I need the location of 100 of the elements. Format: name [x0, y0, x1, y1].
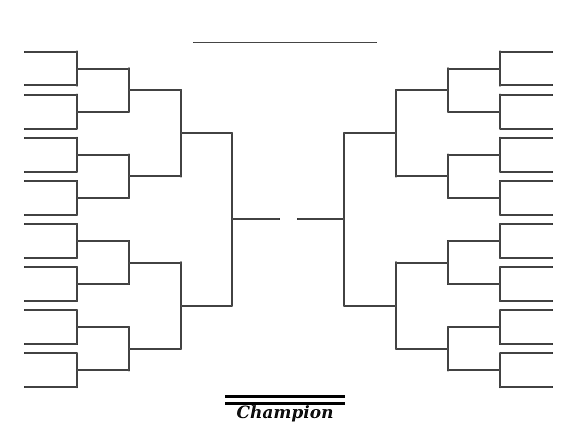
fill-in-line [24, 256, 77, 259]
bracket-connector [180, 89, 182, 134]
bracket-connector [180, 132, 182, 178]
bracket-connector [76, 154, 78, 173]
bracket-connector [447, 348, 449, 372]
fill-in-line [129, 348, 181, 350]
bracket-connector [499, 326, 501, 345]
bracket-connector [343, 218, 345, 307]
bracket-connector [180, 262, 182, 307]
fill-in-line [77, 110, 129, 113]
bracket-connector [76, 309, 78, 328]
bracket-connector [76, 136, 78, 156]
bracket-connector [395, 89, 397, 134]
fill-in-line [129, 262, 181, 264]
bracket-connector [499, 352, 501, 372]
bracket-connector [128, 89, 130, 113]
fill-in-line [500, 170, 553, 173]
fill-in-line [396, 89, 448, 92]
bracket-connector [76, 369, 78, 388]
fill-in-line [448, 110, 500, 113]
bracket-connector [447, 175, 449, 199]
fill-in-line [129, 89, 181, 92]
bracket-connector [76, 266, 78, 286]
bracket-connector [76, 180, 78, 199]
fill-in-line [24, 266, 77, 268]
fill-in-line [24, 50, 77, 53]
fill-in-line [24, 223, 77, 226]
fill-in-line [77, 283, 129, 286]
fill-in-line [77, 240, 129, 242]
fill-in-line [24, 343, 77, 345]
bracket-connector [447, 326, 449, 350]
bracket-connector [499, 136, 501, 156]
fill-in-line [24, 84, 77, 86]
bracket-connector [447, 68, 449, 92]
fill-in-line [500, 352, 553, 354]
bracket-connector [499, 154, 501, 173]
fill-in-line [500, 136, 553, 139]
bracket-connector [76, 352, 78, 372]
bracket-connector [395, 132, 397, 178]
fill-in-line [77, 196, 129, 199]
fill-in-line [24, 300, 77, 302]
fill-in-line [500, 94, 553, 96]
bracket-connector [76, 240, 78, 259]
bracket-connector [76, 223, 78, 242]
fill-in-line [448, 240, 500, 242]
bracket-connector [499, 309, 501, 328]
bracket-connector [499, 94, 501, 113]
bracket-connector [76, 50, 78, 70]
bracket-connector [128, 262, 130, 286]
fill-in-line [77, 369, 129, 372]
bracket-connector [499, 180, 501, 199]
fill-in-line [77, 68, 129, 70]
bracket-connector [128, 68, 130, 92]
bracket-connector [128, 326, 130, 350]
bracket-connector [499, 50, 501, 70]
fill-in-line [344, 132, 396, 134]
fill-in-line [500, 309, 553, 312]
fill-in-line [297, 218, 344, 220]
bracket-connector [128, 154, 130, 178]
fill-in-line [24, 214, 77, 216]
bracket-connector [499, 196, 501, 216]
bracket-connector [499, 110, 501, 130]
bracket-connector [180, 304, 182, 350]
bracket-connector [76, 110, 78, 130]
fill-in-line [181, 132, 232, 134]
fill-in-line [500, 214, 553, 216]
fill-in-line [448, 283, 500, 286]
bracket-connector [499, 283, 501, 302]
fill-in-line [24, 136, 77, 139]
fill-in-line [232, 218, 280, 220]
fill-in-line [181, 304, 232, 307]
bracket-connector [499, 223, 501, 242]
bracket-connector [499, 369, 501, 388]
fill-in-line [448, 154, 500, 156]
fill-in-line [500, 128, 553, 130]
fill-in-line [500, 343, 553, 345]
bracket-connector [76, 196, 78, 216]
fill-in-line [500, 386, 553, 388]
bracket-connector [395, 262, 397, 307]
fill-in-line [24, 128, 77, 130]
fill-in-line [396, 348, 448, 350]
bracket-connector [76, 283, 78, 302]
fill-in-line [77, 326, 129, 328]
fill-in-line [448, 326, 500, 328]
bracket-connector [231, 218, 233, 307]
fill-in-line [500, 223, 553, 226]
bracket-connector [447, 240, 449, 264]
bracket-connector [76, 326, 78, 345]
bracket-connector [128, 175, 130, 199]
bracket-connector [128, 348, 130, 372]
fill-in-line [129, 175, 181, 178]
fill-in-line [396, 175, 448, 178]
bracket-connector [395, 304, 397, 350]
fill-in-line [24, 309, 77, 312]
fill-in-line [24, 386, 77, 388]
fill-in-line [500, 84, 553, 86]
fill-in-line [24, 180, 77, 182]
fill-in-line [500, 50, 553, 53]
fill-in-line [500, 256, 553, 259]
bracket-connector [76, 68, 78, 86]
